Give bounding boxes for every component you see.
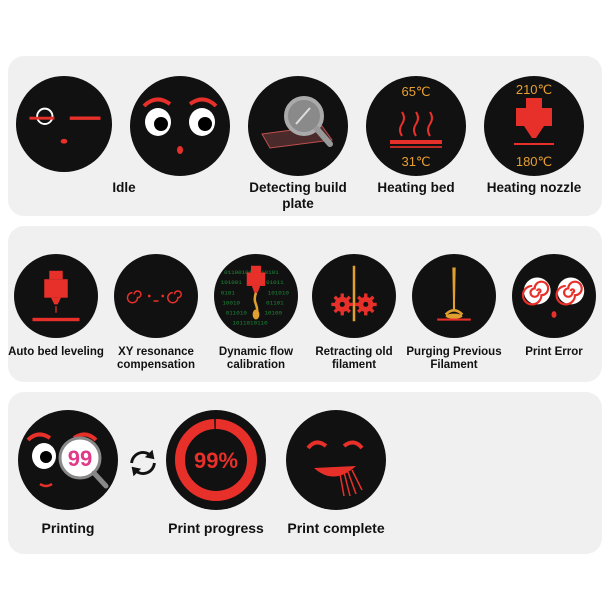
magnifier-face-icon: 99 bbox=[18, 410, 118, 510]
svg-text:10010: 10010 bbox=[222, 299, 240, 306]
flow-calibration-icon: 01100101 10101 101001 01011 0101 101010 100… bbox=[214, 254, 298, 338]
svg-text:01100101: 01100101 bbox=[224, 269, 253, 276]
printing-label: Printing bbox=[41, 520, 95, 536]
heat-nozzle-icon: 210℃ 180℃ bbox=[484, 76, 584, 176]
svg-text:10101: 10101 bbox=[261, 269, 279, 276]
svg-text:1011010110: 1011010110 bbox=[232, 320, 268, 327]
svg-text:01101: 01101 bbox=[266, 299, 284, 306]
retracting-label: Retracting old filament bbox=[315, 346, 393, 372]
idle-label: Idle bbox=[112, 180, 136, 195]
status-group-2 bbox=[8, 226, 602, 382]
magnifier-plate-icon bbox=[248, 76, 348, 176]
print-progress-label: Print progress bbox=[168, 520, 264, 536]
dizzy-face-icon bbox=[114, 254, 198, 338]
refresh-arrows-icon bbox=[130, 449, 156, 477]
bed-bottom-temp: 31℃ bbox=[401, 154, 430, 169]
purging-label: Purging Previous Filament bbox=[406, 346, 502, 372]
heat-bed-icon: 65℃ 31℃ bbox=[366, 76, 466, 176]
bed-top-temp: 65℃ bbox=[401, 84, 430, 99]
purge-nozzle-icon bbox=[412, 254, 496, 338]
retract-gears-icon bbox=[312, 254, 396, 338]
nozzle-bottom-temp: 180℃ bbox=[516, 154, 552, 169]
svg-text:10100: 10100 bbox=[264, 309, 282, 316]
progress-ring-icon: 99% bbox=[166, 410, 266, 510]
heating-bed-label: Heating bed bbox=[377, 180, 455, 195]
winking-face-icon bbox=[16, 76, 112, 172]
detecting-build-plate-label: Detecting build plate bbox=[249, 180, 347, 211]
progress-percent-text: 99% bbox=[194, 448, 238, 473]
print-complete-label: Print complete bbox=[287, 520, 385, 536]
xy-resonance-label: XY resonance compensation bbox=[117, 346, 195, 372]
error-spiral-eyes-icon bbox=[512, 254, 596, 338]
svg-text:101010: 101010 bbox=[268, 289, 290, 296]
svg-text:101001: 101001 bbox=[221, 279, 243, 286]
refresh-arrows bbox=[124, 444, 162, 482]
heating-nozzle-label: Heating nozzle bbox=[486, 180, 582, 195]
wide-eyes-face-icon bbox=[130, 76, 230, 176]
auto-bed-leveling-label: Auto bed leveling bbox=[8, 346, 104, 358]
dynamic-flow-label: Dynamic flow calibration bbox=[218, 346, 294, 372]
nozzle-top-temp: 210℃ bbox=[516, 82, 552, 97]
svg-text:011010: 011010 bbox=[226, 309, 248, 316]
happy-face-icon bbox=[286, 410, 386, 510]
bed-level-icon bbox=[14, 254, 98, 338]
svg-text:0101: 0101 bbox=[221, 289, 236, 296]
printing-counter: 99 bbox=[68, 446, 92, 471]
progress-arc bbox=[175, 419, 257, 501]
svg-text:01011: 01011 bbox=[266, 279, 284, 286]
print-error-label: Print Error bbox=[525, 346, 583, 358]
